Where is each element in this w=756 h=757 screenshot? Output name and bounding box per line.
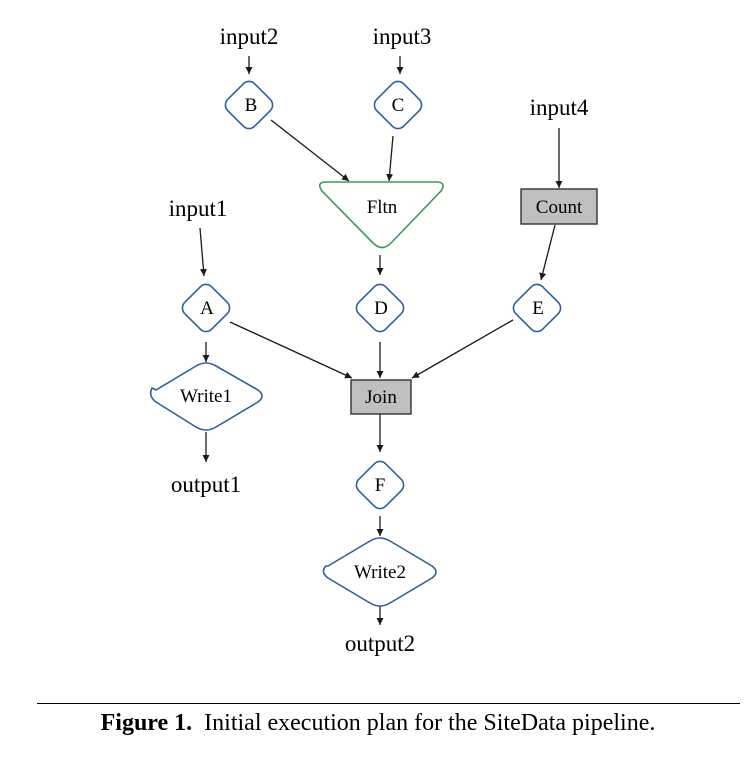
node-c[interactable]: C — [371, 78, 425, 132]
node-d[interactable]: D — [353, 281, 407, 335]
input4-label: input4 — [530, 95, 589, 120]
node-write1[interactable]: Write1 — [149, 362, 263, 431]
node-b-label: B — [245, 95, 258, 116]
node-a[interactable]: A — [179, 281, 233, 335]
caption-divider — [37, 703, 740, 704]
node-f[interactable]: F — [353, 458, 407, 512]
node-a-label: A — [200, 298, 214, 319]
node-b[interactable]: B — [222, 78, 276, 132]
caption-text: Initial execution plan for the SiteData … — [204, 710, 656, 736]
node-e-label: E — [532, 298, 544, 319]
node-count-label: Count — [536, 197, 583, 218]
node-f-label: F — [375, 475, 386, 496]
output1-label: output1 — [171, 472, 241, 497]
node-fltn-label: Fltn — [367, 197, 398, 218]
edge-a-join — [229, 321, 353, 379]
input1-label: input1 — [169, 196, 228, 221]
figure-caption: Figure 1. Initial execution plan for the… — [0, 710, 756, 737]
output2-label: output2 — [345, 631, 415, 656]
node-write2[interactable]: Write2 — [322, 537, 437, 607]
node-c-label: C — [392, 95, 405, 116]
input2-label: input2 — [220, 24, 279, 49]
node-join-label: Join — [365, 387, 397, 408]
caption-label: Figure 1. — [100, 710, 193, 736]
node-write2-label: Write2 — [354, 562, 406, 583]
edges — [199, 56, 563, 625]
node-count[interactable]: Count — [520, 188, 598, 225]
edge-b-fltn — [270, 119, 350, 182]
node-e[interactable]: E — [510, 281, 564, 335]
node-fltn[interactable]: Fltn — [318, 181, 444, 249]
node-d-label: D — [374, 298, 388, 319]
execution-plan-diagram: input2 input3 input4 input1 output1 outp… — [149, 24, 598, 656]
edge-c-fltn — [386, 135, 394, 182]
node-write1-label: Write1 — [180, 386, 232, 407]
input3-label: input3 — [373, 24, 432, 49]
edge-count-e — [539, 224, 556, 281]
edge-input1-a — [199, 227, 207, 277]
node-join[interactable]: Join — [350, 379, 412, 415]
edge-e-join — [411, 319, 514, 379]
